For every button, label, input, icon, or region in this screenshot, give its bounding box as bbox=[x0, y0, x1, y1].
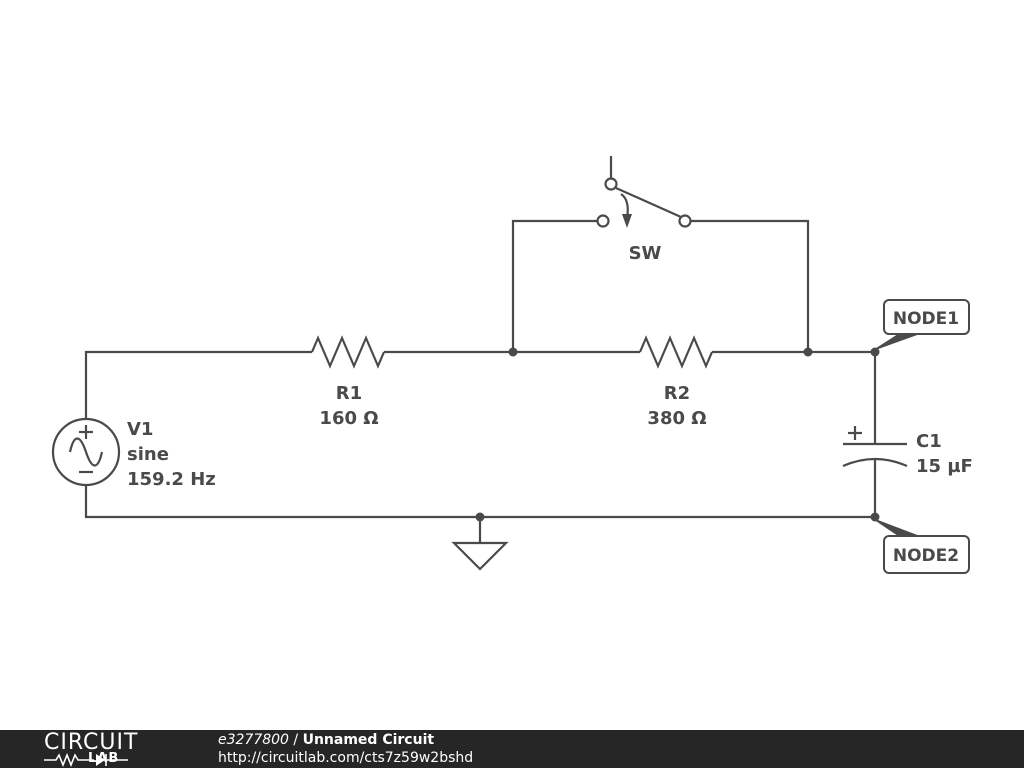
switch-sw[interactable] bbox=[596, 156, 692, 228]
wire-source-to-r1 bbox=[84, 350, 312, 419]
circuit-id[interactable]: e3277800 bbox=[218, 732, 289, 748]
r2-value-label: 380 Ω bbox=[647, 408, 706, 429]
node1-label: NODE1 bbox=[893, 309, 959, 329]
r1-name-label: R1 bbox=[336, 383, 362, 404]
v1-frequency-label: 159.2 Hz bbox=[127, 469, 216, 490]
circuit-url-link[interactable]: http://circuitlab.com/cts7z59w2bshd bbox=[218, 750, 474, 766]
junction-dot bbox=[508, 347, 518, 357]
junction-dot bbox=[803, 347, 813, 357]
resistor-r2[interactable] bbox=[638, 335, 714, 369]
c1-name-label: C1 bbox=[916, 431, 942, 452]
c1-value-label: 15 µF bbox=[916, 456, 973, 477]
footer-bar: CIRCUIT LAB e3277800 / Unnamed Circuit h… bbox=[0, 730, 1024, 768]
junction-dot bbox=[870, 347, 880, 357]
ground-symbol[interactable] bbox=[451, 517, 509, 571]
r1-value-label: 160 Ω bbox=[319, 408, 378, 429]
sw-name-label: SW bbox=[629, 243, 662, 264]
node2-tag[interactable]: NODE2 bbox=[870, 517, 970, 574]
circuit-name[interactable]: Unnamed Circuit bbox=[302, 732, 435, 748]
switch-arrow-icon bbox=[622, 214, 632, 228]
circuit-title-line: e3277800 / Unnamed Circuit bbox=[218, 732, 434, 749]
wire-switch-right bbox=[690, 219, 810, 352]
title-separator: / bbox=[288, 732, 303, 748]
circuitlab-logo-lab: LAB bbox=[88, 751, 120, 766]
v1-name-label: V1 bbox=[127, 419, 153, 440]
r2-name-label: R2 bbox=[664, 383, 690, 404]
voltage-source-v1[interactable] bbox=[51, 417, 121, 487]
wire-bottom-return bbox=[84, 486, 875, 519]
wire-switch-left bbox=[511, 219, 598, 352]
v1-type-label: sine bbox=[127, 444, 169, 465]
circuitlab-logo-text[interactable]: CIRCUIT bbox=[44, 730, 139, 755]
circuit-schematic: R1 160 Ω R2 380 Ω SW V1 sine 159.2 Hz C1… bbox=[51, 156, 973, 574]
junction-dot bbox=[870, 512, 880, 522]
node2-label: NODE2 bbox=[893, 546, 959, 566]
circuitlab-logo-icon bbox=[44, 752, 128, 768]
junction-dot bbox=[475, 512, 485, 522]
resistor-r1[interactable] bbox=[310, 335, 386, 369]
node1-tag[interactable]: NODE1 bbox=[870, 299, 970, 352]
